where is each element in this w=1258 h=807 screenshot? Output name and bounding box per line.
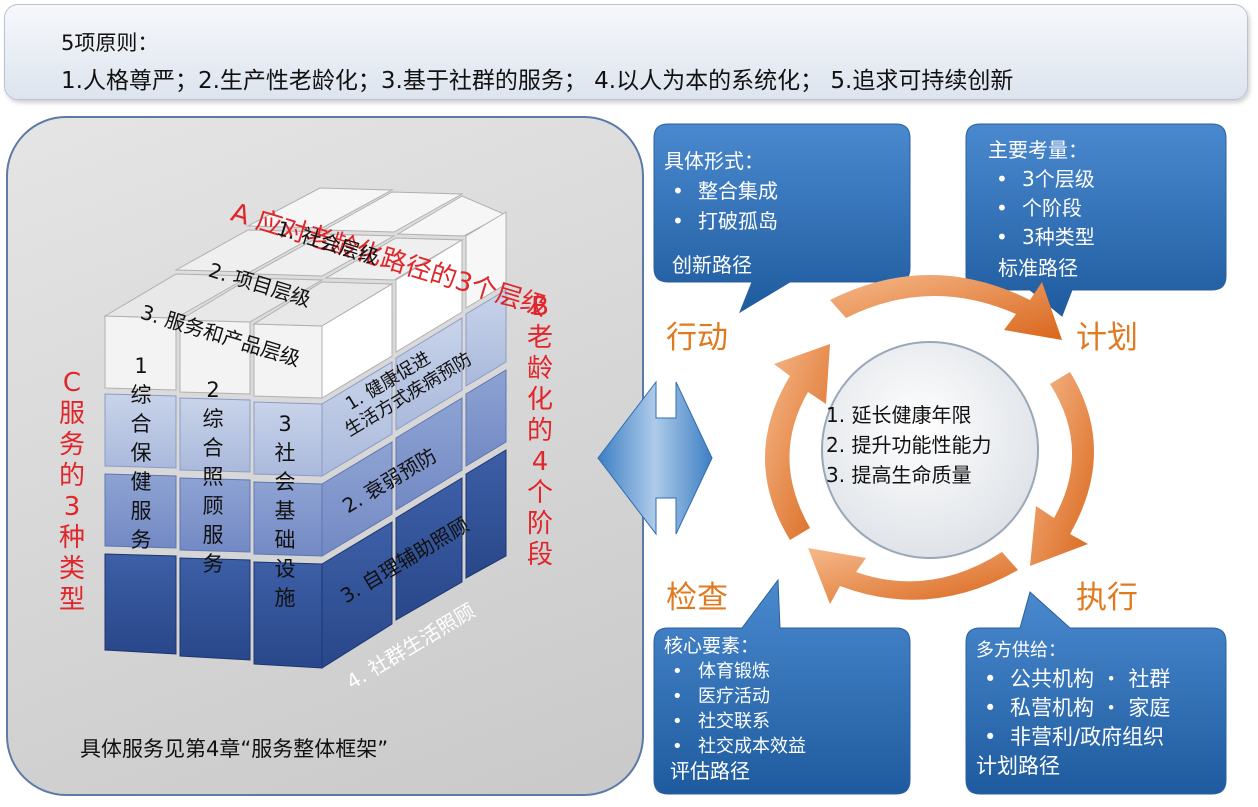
stage-execute: 执行 xyxy=(1076,580,1138,616)
principles-banner: 5项原则： 1.人格尊严；2.生产性老龄化；3.基于社群的服务； 4.以人为本的… xyxy=(4,4,1248,100)
cube-footnote: 具体服务见第4章“服务整体框架” xyxy=(80,737,389,761)
bubble-plan: 主要考量： 3个层级 个阶段 3种类型 标准路径 xyxy=(988,136,1095,283)
principles-list: 1.人格尊严；2.生产性老龄化；3.基于社群的服务； 4.以人为本的系统化； 5… xyxy=(61,68,1014,94)
bubble-execute: 多方供给： 公共机构 ・ 社群 私营机构 ・ 家庭 非营利/政府组织 计划路径 xyxy=(976,636,1170,781)
stage-action: 行动 xyxy=(666,320,728,356)
center-circle xyxy=(821,341,1039,559)
bubble-action: 具体形式： 整合集成 打破孤岛 创新路径 xyxy=(664,146,778,280)
cycle-arrows xyxy=(765,275,1094,604)
center-goals: 1. 延长健康年限 2. 提升功能性能力 3. 提高生命质量 xyxy=(826,403,992,487)
cube-front xyxy=(104,315,323,669)
cube-right xyxy=(321,211,507,669)
double-arrow xyxy=(597,380,713,536)
bubble-action-shape xyxy=(653,123,911,314)
cube-top xyxy=(103,187,506,327)
principles-title: 5项原则： xyxy=(61,31,159,55)
stage-check: 检查 xyxy=(666,580,728,616)
bubble-check: 核心要素： 体育锻炼 医疗活动 社交联系 社交成本效益 评估路径 xyxy=(664,634,806,784)
stage-plan: 计划 xyxy=(1076,320,1138,356)
